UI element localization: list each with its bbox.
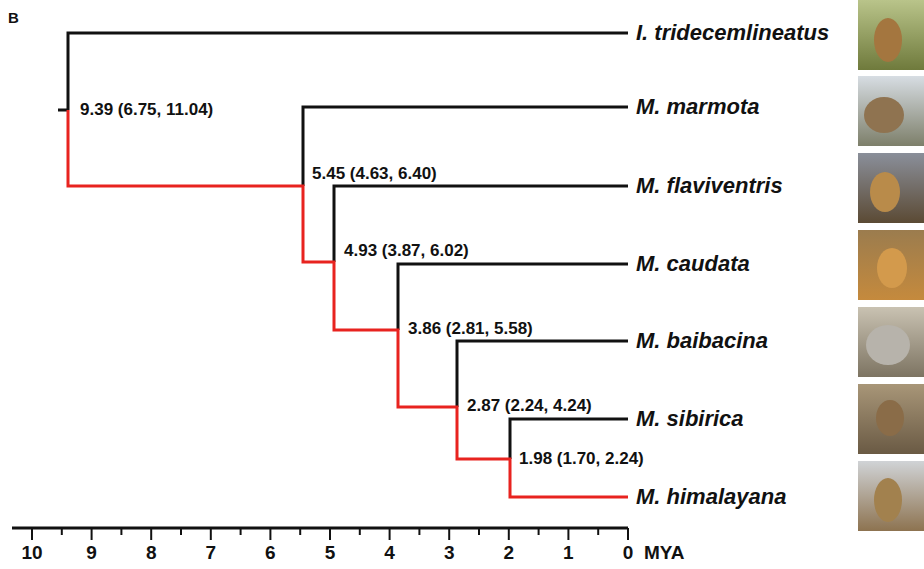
photo [858, 230, 924, 300]
divergence-time: 9.39 (6.75, 11.04) [78, 100, 215, 120]
photo [858, 307, 924, 377]
species-name: M. caudata [636, 251, 750, 276]
species-name: I. tridecemlineatus [636, 20, 829, 45]
axis-tick [448, 528, 450, 540]
axis-tick-label: 7 [206, 542, 217, 564]
axis-tick [389, 528, 391, 540]
axis-tick [240, 528, 242, 535]
divergence-time: 4.93 (3.87, 6.02) [342, 241, 471, 261]
axis-tick [508, 528, 510, 540]
branch [334, 186, 628, 262]
axis-tick [150, 528, 152, 540]
axis-tick [61, 528, 63, 535]
time-axis [12, 528, 628, 540]
photo [858, 384, 924, 454]
divergence-time: 5.45 (4.63, 6.40) [310, 164, 439, 184]
photo [876, 400, 904, 436]
axis-ticks [32, 528, 628, 540]
red-branches [68, 110, 628, 497]
photo [864, 97, 904, 133]
axis-tick [538, 528, 540, 535]
photo [858, 76, 924, 146]
axis-tick [359, 528, 361, 535]
axis-tick-label: 5 [325, 542, 336, 564]
axis-tick [329, 528, 331, 540]
species-name: M. flaviventris [636, 173, 783, 198]
panel-letter: B [8, 9, 19, 26]
axis-tick [627, 528, 629, 540]
species-photos [858, 0, 924, 531]
axis-tick-label: 3 [444, 542, 455, 564]
photo [874, 478, 902, 522]
axis-tick [180, 528, 182, 535]
axis-tick [418, 528, 420, 535]
axis-tick-label: 9 [86, 542, 97, 564]
axis-tick [567, 528, 569, 540]
axis-line [12, 527, 628, 530]
species-name: M. marmota [636, 94, 759, 119]
axis-tick-label: 0 [623, 542, 634, 564]
divergence-time: 3.86 (2.81, 5.58) [406, 319, 535, 339]
photo [858, 153, 924, 223]
photo [858, 0, 924, 70]
divergence-time: 1.98 (1.70, 2.24) [517, 449, 646, 469]
axis-tick-label: MYA [644, 542, 684, 564]
photo [877, 248, 907, 288]
axis-tick-label: 6 [265, 542, 276, 564]
divergence-time: 2.87 (2.24, 4.24) [465, 396, 594, 416]
branch [58, 33, 628, 110]
axis-tick-label: 2 [504, 542, 515, 564]
photo [870, 172, 900, 212]
axis-tick [299, 528, 301, 535]
species-name: M. himalayana [636, 484, 786, 509]
photo [858, 461, 924, 531]
photo [874, 18, 902, 62]
branch [303, 107, 628, 186]
axis-tick [597, 528, 599, 535]
axis-tick [269, 528, 271, 540]
species-name: M. baibacina [636, 328, 768, 353]
axis-tick-label: 8 [146, 542, 157, 564]
axis-tick [120, 528, 122, 535]
axis-tick-label: 1 [563, 542, 574, 564]
black-branches [58, 33, 628, 459]
axis-tick [31, 528, 33, 540]
axis-tick [478, 528, 480, 535]
highlighted-lineage [68, 110, 628, 497]
photo [866, 325, 910, 365]
species-name: M. sibirica [636, 406, 744, 431]
axis-tick [210, 528, 212, 540]
axis-tick-label: 10 [21, 542, 42, 564]
axis-tick-label: 4 [384, 542, 395, 564]
axis-tick [91, 528, 93, 540]
